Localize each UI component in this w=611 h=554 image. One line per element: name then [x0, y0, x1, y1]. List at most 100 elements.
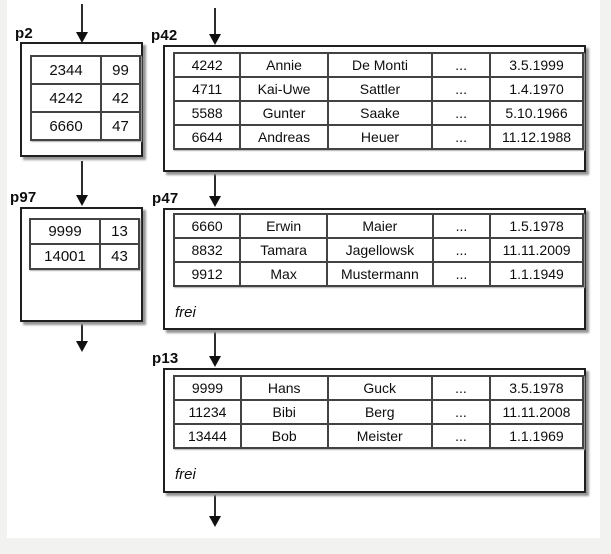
pointer-cell: 42 — [100, 83, 141, 113]
page-label-p47: p47 — [152, 190, 179, 207]
arrow-p42-to-p47-icon — [209, 174, 221, 207]
date-cell: 1.4.1970 — [489, 76, 584, 102]
key-cell: 14001 — [29, 243, 101, 270]
table-row: 11234 Bibi Berg ... 11.11.2008 — [173, 399, 585, 425]
arrow-shaft — [214, 495, 216, 516]
ellipsis-cell: ... — [431, 261, 492, 287]
lastname-cell: Mustermann — [326, 261, 434, 287]
page-box-p2: 2344 99 4242 42 6660 47 — [20, 42, 143, 157]
ellipsis-cell: ... — [431, 237, 492, 263]
ellipsis-cell: ... — [430, 375, 491, 401]
page-box-p47: 6660 Erwin Maier ... 1.5.1978 8832 Tamar… — [163, 208, 586, 330]
lastname-cell: Sattler — [326, 76, 434, 102]
pointer-cell: 13 — [99, 218, 140, 245]
key-cell: 2344 — [30, 55, 102, 85]
lastname-cell: Guck — [326, 375, 433, 401]
table-row: 9999 Hans Guck ... 3.5.1978 — [173, 375, 585, 401]
table-row: 2344 99 — [30, 55, 141, 85]
page-margin-left — [0, 0, 7, 554]
page-label-p42: p42 — [151, 27, 178, 44]
records-table-p13: 9999 Hans Guck ... 3.5.1978 11234 Bibi B… — [173, 375, 585, 449]
date-cell: 1.1.1949 — [489, 261, 584, 287]
id-cell: 9999 — [173, 375, 242, 401]
records-table-p47: 6660 Erwin Maier ... 1.5.1978 8832 Tamar… — [172, 213, 584, 287]
date-cell: 11.11.2008 — [488, 399, 585, 425]
date-cell: 1.5.1978 — [489, 213, 584, 239]
arrow-down-into-p2-icon — [76, 4, 88, 43]
lastname-cell: Saake — [326, 100, 434, 126]
ellipsis-cell: ... — [431, 76, 491, 102]
key-cell: 9999 — [29, 218, 101, 245]
date-cell: 3.5.1999 — [489, 52, 584, 78]
date-cell: 11.11.2009 — [489, 237, 584, 263]
firstname-cell: Erwin — [239, 213, 329, 239]
table-row: 4711 Kai-Uwe Sattler ... 1.4.1970 — [172, 76, 584, 102]
id-cell: 9912 — [172, 261, 242, 287]
arrow-head-icon — [76, 32, 88, 43]
date-cell: 3.5.1978 — [488, 375, 585, 401]
arrow-p2-to-p97-icon — [76, 161, 88, 206]
firstname-cell: Max — [239, 261, 329, 287]
date-cell: 1.1.1969 — [488, 423, 585, 449]
table-row: 8832 Tamara Jagellowsk ... 11.11.2009 — [172, 237, 584, 263]
free-space-label: frei — [175, 304, 196, 321]
id-cell: 13444 — [173, 423, 242, 449]
id-cell: 6644 — [172, 124, 242, 150]
arrow-p13-down-icon — [209, 495, 221, 527]
firstname-cell: Hans — [239, 375, 329, 401]
arrow-down-into-p42-icon — [209, 8, 221, 45]
arrow-p47-to-p13-icon — [209, 332, 221, 367]
ellipsis-cell: ... — [431, 52, 491, 78]
records-table-p42: 4242 Annie De Monti ... 3.5.1999 4711 Ka… — [172, 52, 584, 150]
ellipsis-cell: ... — [430, 399, 491, 425]
page-label-p97: p97 — [10, 189, 37, 206]
table-row: 6660 47 — [30, 111, 141, 141]
table-row: 5588 Gunter Saake ... 5.10.1966 — [172, 100, 584, 126]
arrow-shaft — [214, 332, 216, 356]
date-cell: 11.12.1988 — [489, 124, 584, 150]
page-box-p13: 9999 Hans Guck ... 3.5.1978 11234 Bibi B… — [163, 368, 586, 493]
arrow-head-icon — [209, 196, 221, 207]
arrow-shaft — [214, 8, 216, 34]
arrow-shaft — [81, 324, 83, 341]
id-cell: 5588 — [172, 100, 242, 126]
table-row: 14001 43 — [29, 243, 140, 270]
firstname-cell: Andreas — [239, 124, 329, 150]
lastname-cell: Meister — [326, 423, 433, 449]
table-row: 9999 13 — [29, 218, 140, 245]
table-row: 6660 Erwin Maier ... 1.5.1978 — [172, 213, 584, 239]
arrow-p97-down-icon — [76, 324, 88, 352]
arrow-shaft — [81, 161, 83, 195]
lastname-cell: Berg — [326, 399, 433, 425]
page-label-p2: p2 — [15, 25, 33, 42]
table-row: 9912 Max Mustermann ... 1.1.1949 — [172, 261, 584, 287]
key-cell: 4242 — [30, 83, 102, 113]
lastname-cell: Jagellowsk — [326, 237, 434, 263]
arrow-head-icon — [209, 34, 221, 45]
lastname-cell: De Monti — [326, 52, 434, 78]
page-label-p13: p13 — [152, 350, 179, 367]
firstname-cell: Bob — [239, 423, 329, 449]
table-row: 6644 Andreas Heuer ... 11.12.1988 — [172, 124, 584, 150]
arrow-shaft — [81, 4, 83, 32]
arrow-shaft — [214, 174, 216, 196]
ellipsis-cell: ... — [430, 423, 491, 449]
id-cell: 8832 — [172, 237, 242, 263]
firstname-cell: Gunter — [239, 100, 329, 126]
free-space-label: frei — [175, 466, 196, 483]
table-row: 13444 Bob Meister ... 1.1.1969 — [173, 423, 585, 449]
index-table-p97: 9999 13 14001 43 — [29, 218, 140, 270]
ellipsis-cell: ... — [431, 100, 491, 126]
arrow-head-icon — [209, 516, 221, 527]
id-cell: 4242 — [172, 52, 242, 78]
id-cell: 4711 — [172, 76, 242, 102]
page-margin-right — [600, 0, 611, 554]
ellipsis-cell: ... — [431, 213, 492, 239]
page-box-p97: 9999 13 14001 43 — [20, 207, 143, 322]
arrow-head-icon — [209, 356, 221, 367]
id-cell: 6660 — [172, 213, 242, 239]
id-cell: 11234 — [173, 399, 242, 425]
page-box-p42: 4242 Annie De Monti ... 3.5.1999 4711 Ka… — [163, 45, 586, 172]
pointer-cell: 47 — [100, 111, 141, 141]
